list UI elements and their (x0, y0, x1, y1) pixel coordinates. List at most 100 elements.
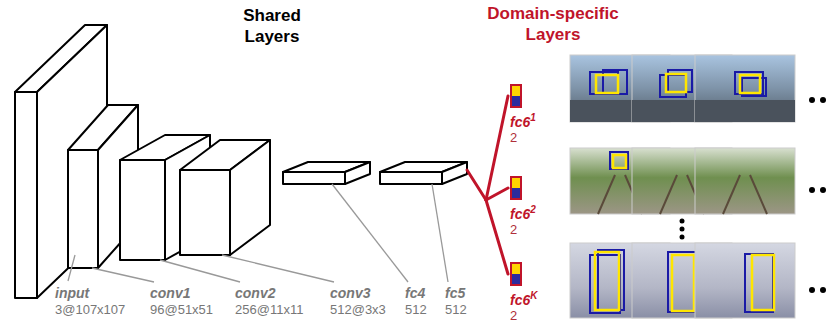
branch-line (486, 188, 508, 200)
input-block (15, 92, 37, 298)
leader-line (332, 184, 408, 282)
ellipsis-dots (820, 287, 826, 293)
rail-frames (750, 175, 767, 214)
layer-size-box: 512@3x3 (330, 302, 386, 318)
layer-name-box: input (55, 285, 89, 301)
layer-size-box: 512 (405, 302, 427, 318)
layer-name: conv1 (150, 285, 190, 301)
fc5-block (380, 162, 467, 184)
layer-name: conv2 (235, 285, 275, 301)
group-heading-box: Domain-specific Layers (478, 3, 628, 45)
layer-size-box: 3@107x107 (55, 302, 125, 318)
conv3-block (230, 140, 270, 255)
ellipsis-dots (809, 97, 815, 103)
group-heading: Shared Layers (243, 6, 301, 46)
fc4-block (283, 172, 345, 184)
layer-name-row: fc6K (510, 288, 542, 308)
room-frames (695, 243, 795, 318)
ellipsis-dots (680, 235, 685, 240)
rail-frames (613, 155, 626, 168)
street-frames (666, 74, 686, 92)
rail-frames (695, 148, 795, 214)
domain-index: 2 (530, 204, 536, 215)
layer-name-row: fc62 (510, 202, 540, 222)
layer-name: fc6 (510, 292, 530, 308)
room-frames (745, 254, 773, 312)
leader-line (432, 184, 448, 282)
street-frames (695, 100, 795, 122)
layer-size-box: 96@51x51 (150, 302, 213, 318)
fc5-block (380, 172, 442, 184)
output-head: fc612 (510, 84, 540, 145)
ellipsis-dots (680, 97, 827, 293)
ellipsis-dots (809, 187, 815, 193)
conv3-block (180, 140, 270, 255)
layer-size: 96@51x51 (150, 302, 213, 317)
room-frames (672, 255, 694, 311)
branch-line (467, 96, 508, 274)
layer-name: fc5 (445, 285, 465, 301)
output-size: 2 (510, 308, 542, 323)
layer-name-box: fc4 (405, 285, 425, 301)
room-frames (595, 252, 619, 310)
layer-size: 3@107x107 (55, 302, 125, 317)
layer-name: input (55, 285, 89, 301)
fc4-block (283, 162, 370, 184)
layer-name: fc6 (510, 206, 530, 222)
fc-layer-icon (510, 84, 522, 108)
output-head: fc622 (510, 176, 540, 237)
layer-size: 512@3x3 (330, 302, 386, 317)
street-frames (735, 72, 763, 94)
conv1-block (68, 150, 98, 268)
ellipsis-dots (680, 227, 685, 232)
room-frames (570, 243, 795, 318)
layer-name: fc6 (510, 114, 530, 130)
rail-frames (610, 152, 628, 169)
fc4-block (345, 162, 370, 184)
room-frames (752, 255, 774, 310)
street-frames (740, 75, 760, 93)
layer-name-row: fc61 (510, 110, 540, 130)
street-frames (603, 70, 627, 94)
output-head: fc6K2 (510, 262, 542, 323)
branch-line (486, 200, 508, 274)
layer-size: 512 (405, 302, 427, 317)
output-size: 2 (510, 130, 540, 145)
rail-frames (570, 148, 795, 214)
ellipsis-dots (820, 97, 826, 103)
street-frames (660, 75, 686, 97)
domain-index: K (530, 290, 537, 301)
layer-size-box: 256@11x11 (235, 302, 303, 318)
leader-line (92, 268, 154, 282)
output-size: 2 (510, 222, 540, 237)
layer-name-box: conv3 (330, 285, 370, 301)
input-block (15, 25, 107, 298)
leader-line (222, 255, 334, 282)
group-heading-box: Shared Layers (232, 5, 312, 47)
layer-blocks (15, 25, 467, 298)
leader-line (68, 255, 75, 281)
conv2-block (120, 160, 165, 260)
fc-layer-icon (510, 176, 522, 200)
street-frames (596, 75, 618, 93)
fc5-block (442, 162, 467, 184)
leader-line (68, 184, 448, 282)
ellipsis-dots (809, 287, 815, 293)
rail-frames (598, 175, 615, 214)
layer-size: 512 (445, 302, 467, 317)
street-frames (570, 55, 795, 122)
layer-name: conv3 (330, 285, 370, 301)
room-frames (668, 252, 696, 312)
street-frames (695, 55, 795, 122)
layer-size: 256@11x11 (235, 302, 303, 317)
layer-name-box: conv2 (235, 285, 275, 301)
leader-line (160, 260, 240, 282)
conv3-block (180, 170, 230, 255)
ellipsis-dots (680, 219, 685, 224)
branch-line (486, 96, 508, 200)
rail-frames (723, 175, 740, 214)
layer-size-box: 512 (445, 302, 467, 318)
